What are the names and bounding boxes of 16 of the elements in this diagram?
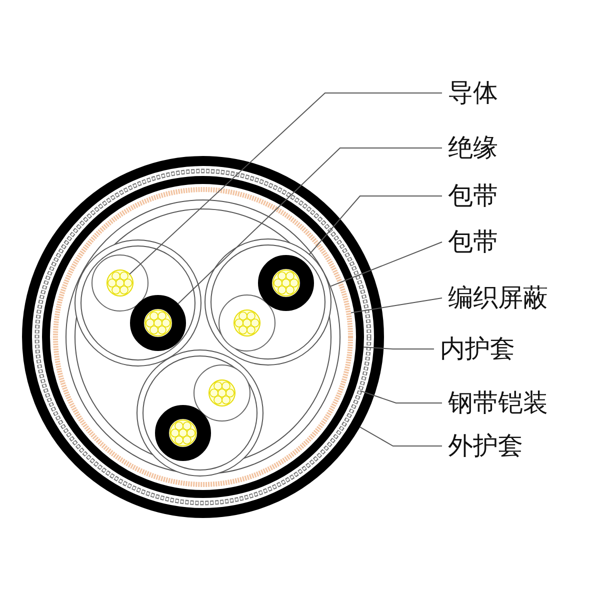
part-label: 外护套 (448, 431, 523, 461)
part-label: 内护套 (440, 334, 515, 364)
leader-line (350, 298, 442, 314)
part-label: 包带 (448, 181, 498, 211)
leader-line (178, 148, 442, 304)
part-label: 绝缘 (448, 133, 498, 163)
leader-line (360, 390, 442, 404)
leader-line (308, 196, 442, 255)
leader-line (129, 92, 442, 275)
part-label: 包带 (448, 227, 498, 257)
part-label: 导体 (448, 78, 498, 108)
part-label: 钢带铠装 (448, 388, 548, 418)
leader-line (363, 346, 434, 350)
part-label: 编织屏蔽 (448, 283, 548, 313)
insulated-core-drawing (130, 295, 186, 351)
leader-line (360, 426, 442, 446)
